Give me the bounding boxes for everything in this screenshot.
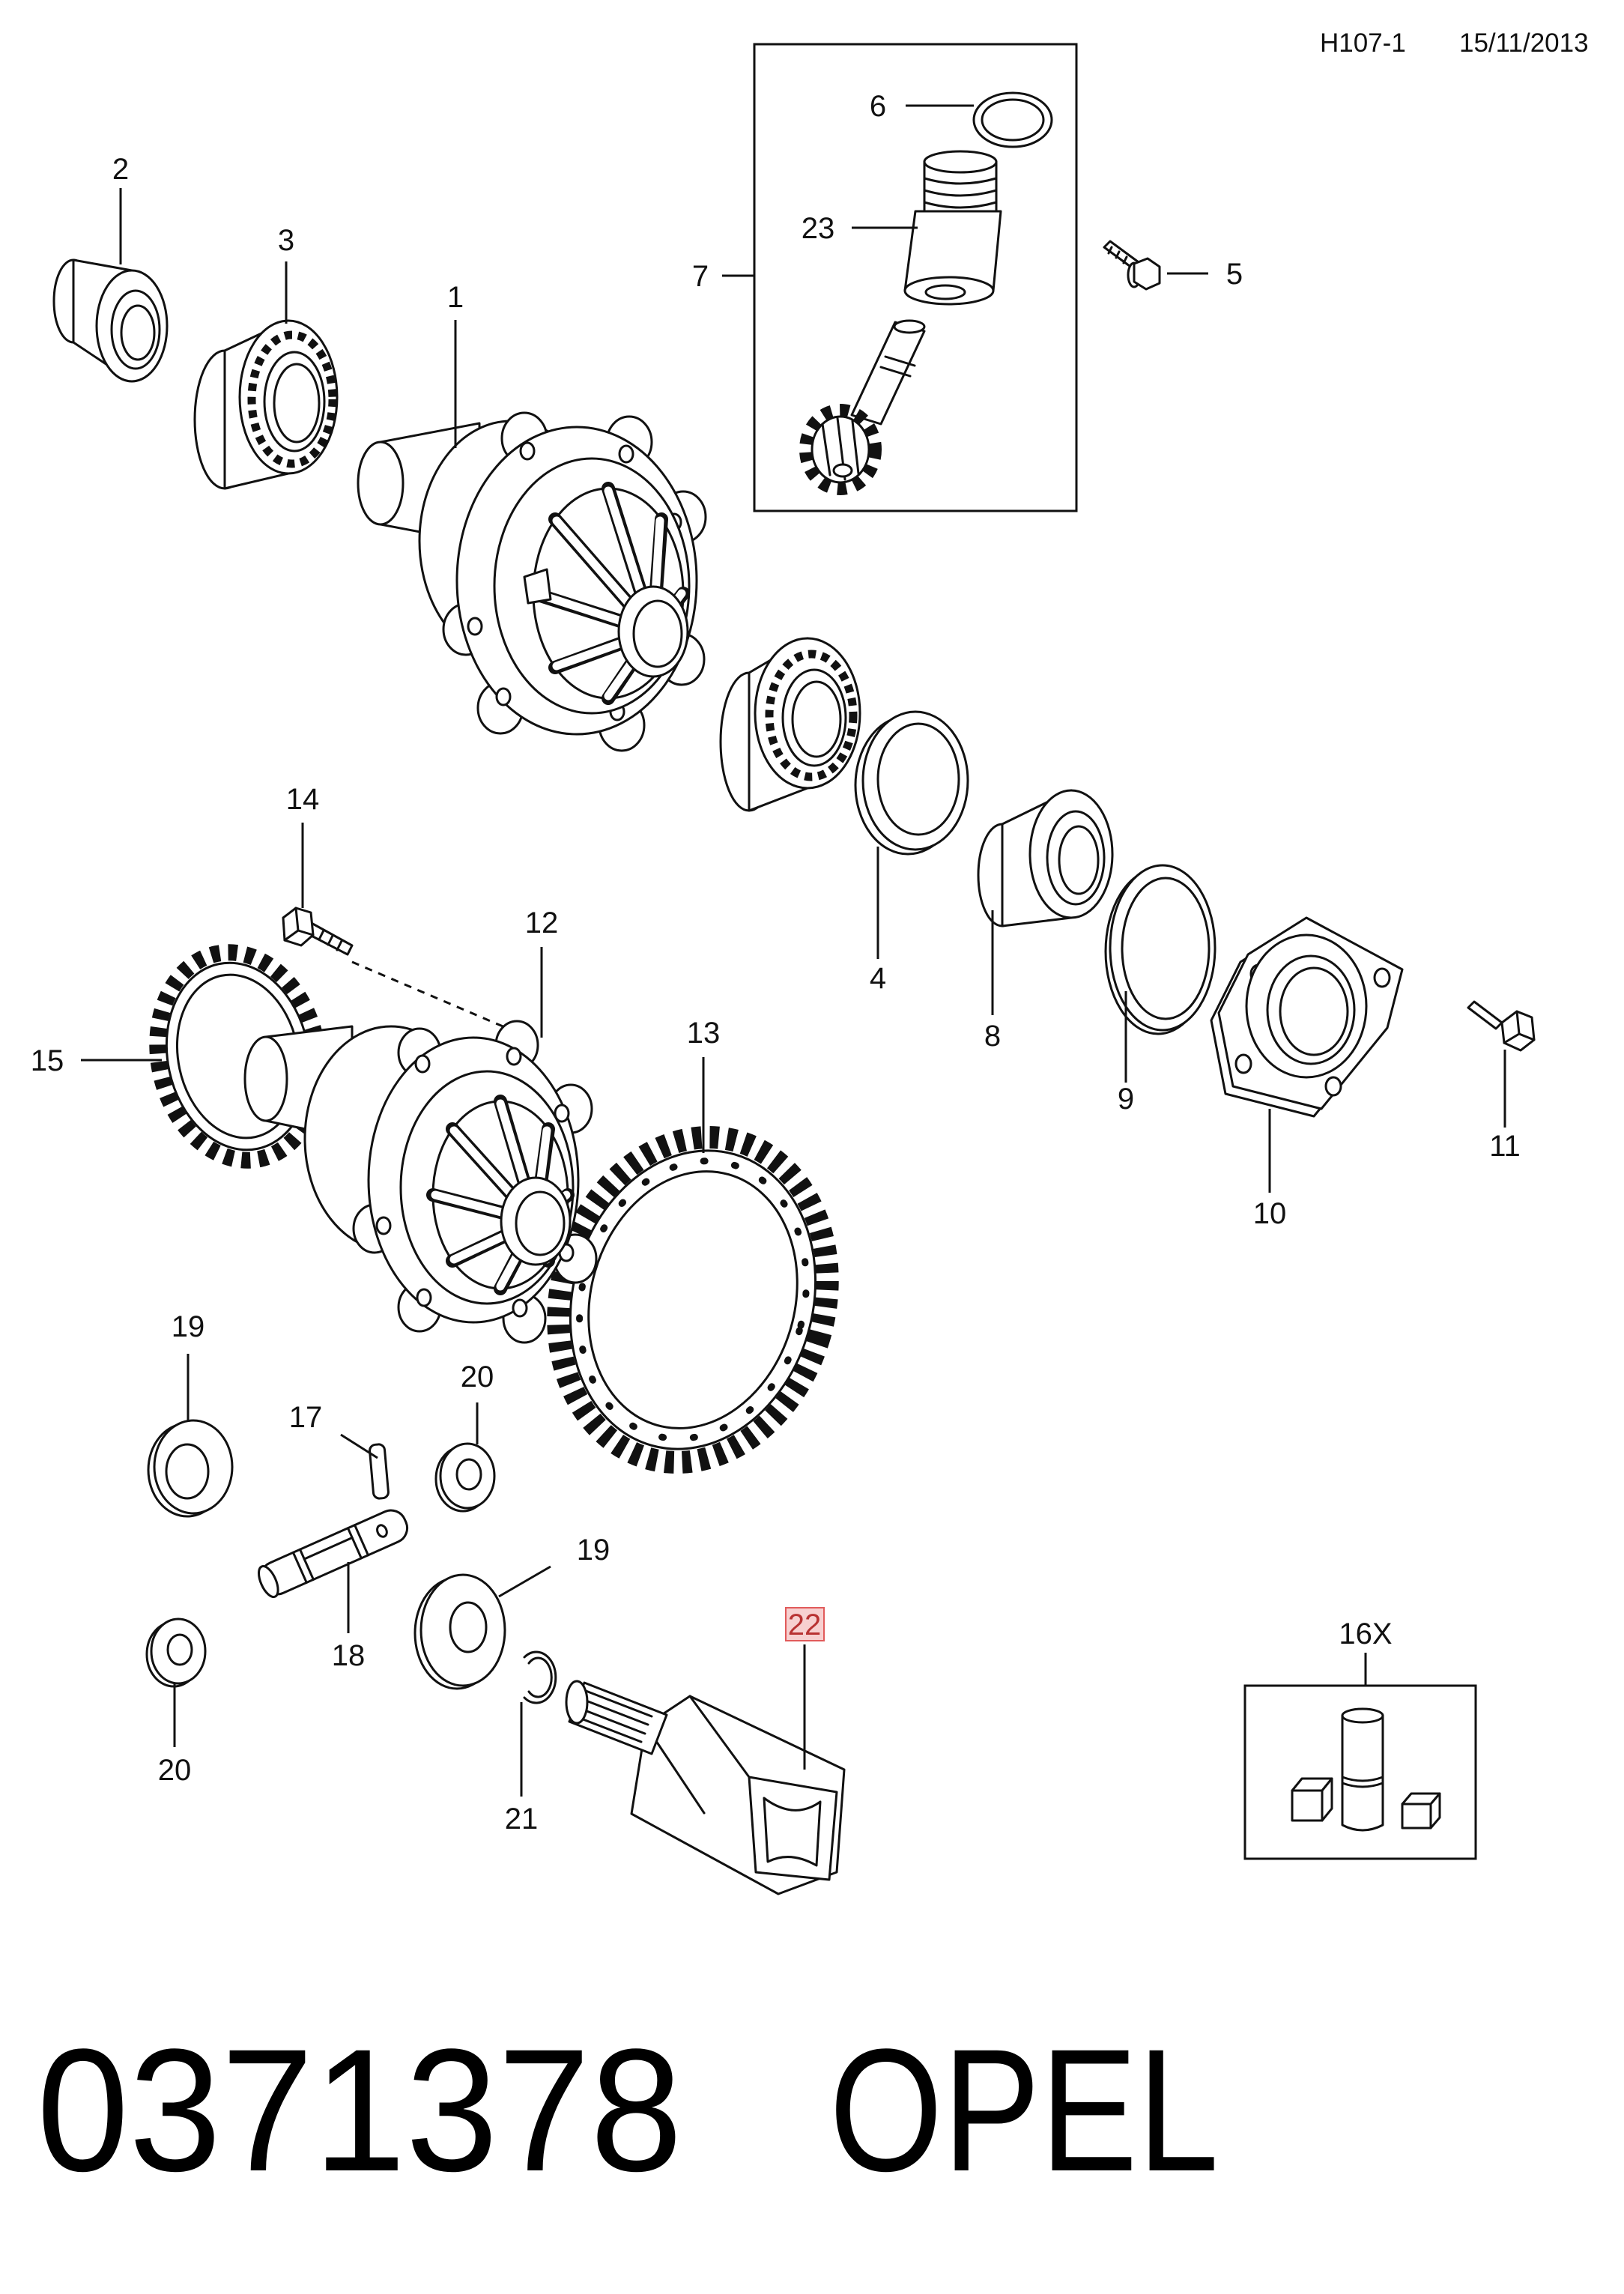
bearing-housing-part-10 bbox=[1210, 916, 1404, 1118]
bearing-right bbox=[719, 637, 861, 812]
callout-12: 12 bbox=[525, 907, 559, 939]
thrust-washer-part-19-lower bbox=[413, 1573, 506, 1690]
differential-case-part-1 bbox=[357, 411, 707, 752]
callout-20-lower: 20 bbox=[158, 1754, 192, 1787]
diagram-date: 15/11/2013 bbox=[1459, 28, 1589, 58]
callout-10: 10 bbox=[1253, 1197, 1287, 1230]
callout-16x: 16X bbox=[1339, 1617, 1392, 1650]
callout-labels: 1 2 3 4 5 6 7 8 9 10 11 12 13 14 15 16X … bbox=[31, 90, 1521, 1835]
callout-7: 7 bbox=[692, 260, 709, 293]
callout-4: 4 bbox=[870, 962, 886, 995]
callout-11: 11 bbox=[1489, 1130, 1521, 1163]
bushing-part-2 bbox=[52, 258, 169, 383]
bolt-part-5 bbox=[1103, 240, 1161, 291]
callout-19-upper: 19 bbox=[172, 1310, 205, 1343]
washer-part-20-upper bbox=[434, 1442, 496, 1513]
callout-18: 18 bbox=[332, 1639, 366, 1672]
callout-15: 15 bbox=[31, 1044, 64, 1077]
parts-artwork bbox=[52, 91, 1536, 1895]
circlip-part-21 bbox=[523, 1650, 557, 1704]
part-16x-kit-frame bbox=[1243, 1684, 1477, 1860]
callout-3: 3 bbox=[278, 224, 294, 257]
lock-pin-part-17 bbox=[369, 1443, 390, 1500]
callout-highlight bbox=[785, 1607, 825, 1641]
callout-6: 6 bbox=[870, 90, 886, 123]
speedometer-pinion-part-7 bbox=[799, 319, 926, 495]
callout-13: 13 bbox=[687, 1017, 721, 1050]
seal-part-8 bbox=[977, 789, 1114, 927]
bolt-part-14 bbox=[282, 907, 354, 956]
washer-part-20-lower bbox=[145, 1617, 207, 1688]
brand-name: OPEL bbox=[829, 2013, 1219, 2208]
gasket-ring-part-9 bbox=[1104, 864, 1217, 1035]
callout-23: 23 bbox=[802, 212, 835, 245]
callout-5: 5 bbox=[1226, 258, 1243, 291]
bearing-part-3 bbox=[193, 319, 339, 490]
callout-17: 17 bbox=[289, 1401, 323, 1434]
shim-part-4 bbox=[854, 710, 969, 856]
callout-8: 8 bbox=[984, 1020, 1001, 1053]
callout-20-upper: 20 bbox=[461, 1361, 494, 1393]
diagram-code: H107-1 bbox=[1320, 28, 1406, 58]
part-number: 0371378 bbox=[37, 2013, 682, 2208]
callout-21: 21 bbox=[505, 1803, 539, 1835]
differential-case-part-12 bbox=[243, 1020, 598, 1344]
sleeve-part-23 bbox=[903, 150, 1002, 306]
output-joint-housing-part-22 bbox=[565, 1680, 846, 1895]
callout-14: 14 bbox=[286, 783, 320, 816]
leader-lines bbox=[81, 104, 1506, 1797]
callout-22: 22 bbox=[788, 1608, 822, 1641]
repair-kit-part-16x bbox=[1291, 1707, 1441, 1832]
callout-2: 2 bbox=[112, 153, 129, 186]
callout-19-lower: 19 bbox=[577, 1534, 610, 1567]
callout-9: 9 bbox=[1118, 1083, 1134, 1116]
bolt-part-11 bbox=[1467, 1000, 1536, 1052]
part-7-assembly-frame bbox=[753, 43, 1078, 512]
callout-1: 1 bbox=[447, 281, 464, 314]
o-ring-part-6 bbox=[972, 91, 1053, 148]
thrust-washer-part-19-upper bbox=[147, 1419, 234, 1518]
pinion-shaft-part-18 bbox=[258, 1509, 409, 1599]
